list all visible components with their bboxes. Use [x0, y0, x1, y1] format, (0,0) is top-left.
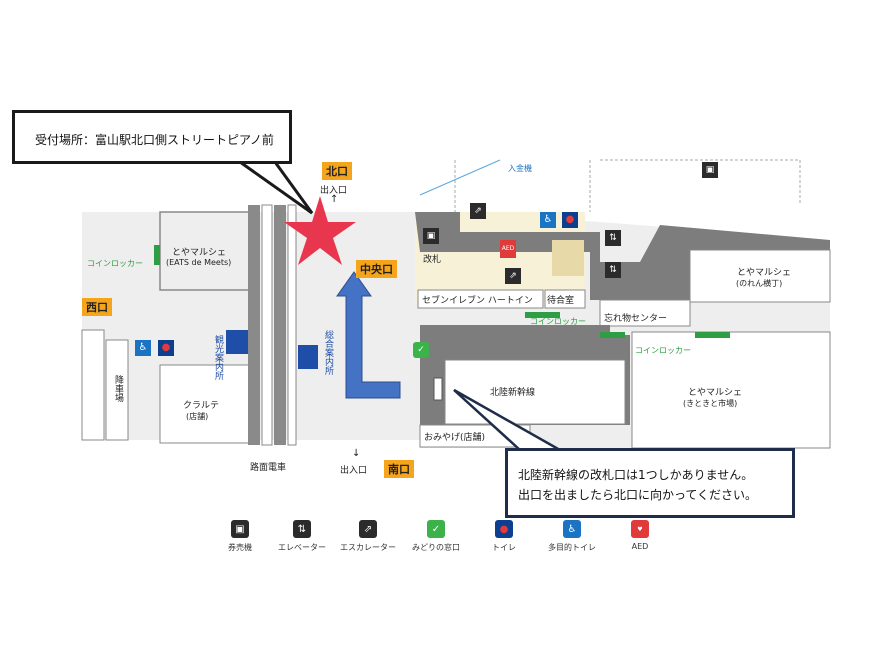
west-building [81, 329, 105, 441]
shinkansen-hall [444, 359, 626, 425]
coin-locker-mid-label: コインロッカー [530, 317, 586, 326]
legend-item: ✓ みどりの窓口 [406, 520, 466, 553]
tram-track-4 [287, 204, 297, 446]
locker-right-2 [695, 332, 730, 338]
legend-item: ⇗ エスカレーター [338, 520, 398, 553]
legend-label: エスカレーター [340, 543, 396, 552]
legend-label: みどりの窓口 [412, 543, 460, 552]
seven-eleven-shop [417, 289, 544, 309]
legend-label: トイレ [492, 543, 516, 552]
note-line-2: 出口を出ましたら北口に向かってください。 [518, 488, 758, 502]
legend-label: 券売機 [228, 543, 252, 552]
legend-label: エレベーター [278, 543, 326, 552]
reception-callout: 受付場所：富山駅北口側ストリートピアノ前 [12, 110, 292, 164]
escalator-icon: ⇗ [505, 268, 521, 284]
kanko-label: 観光案内所 [213, 335, 223, 380]
ticket-machine-icon: ▣ [231, 520, 249, 538]
toilet-icon: ● [495, 520, 513, 538]
tram-track-1 [248, 205, 260, 445]
map-legend: ▣ 券売機 ⇅ エレベーター ⇗ エスカレーター ✓ みどりの窓口 ● トイレ … [210, 0, 670, 650]
toilet-icon: ● [562, 212, 578, 228]
eats-label: とやマルシェ [172, 248, 227, 258]
note-line-1: 北陸新幹線の改札口は1つしかありません。 [518, 468, 754, 482]
coin-locker-right-label: コインロッカー [635, 346, 691, 355]
north-exit-label: 出入口 [320, 186, 348, 196]
tram-track-2 [261, 204, 273, 446]
elevator-icon: ⇅ [605, 262, 621, 278]
parking-block [105, 339, 129, 441]
kitokito-label: とやマルシェ [688, 388, 743, 398]
parking-label: 降車場 [113, 375, 123, 402]
midori-window-icon: ✓ [427, 520, 445, 538]
escalator-stairs [552, 240, 584, 276]
eats-sub-label: (EATS de Meets) [166, 258, 232, 267]
ticket-charge-label: 入金機 [508, 164, 532, 173]
seven-label: セブンイレブン ハートイン [422, 296, 533, 306]
accessible-toilet-icon: ♿ [563, 520, 581, 538]
kurarute-sub-label: (店舗) [186, 412, 209, 421]
locker-mid [525, 312, 560, 318]
note-callout: 北陸新幹線の改札口は1つしかありません。 出口を出ましたら北口に向かってください… [505, 448, 795, 518]
south-exit-badge: 南口 [384, 460, 414, 478]
coin-locker-left-label: コインロッカー [87, 259, 143, 268]
elevator-icon: ⇅ [605, 230, 621, 246]
ticket-machine-icon: ▣ [423, 228, 439, 244]
south-exit-label: 出入口 [340, 466, 368, 476]
kitokito-block [631, 331, 831, 449]
legend-item: ● トイレ [474, 520, 534, 553]
machiai-label: 待合室 [547, 296, 575, 306]
west-exit-badge: 西口 [82, 298, 112, 316]
tram-track-3 [274, 205, 286, 445]
noren-block [689, 249, 831, 303]
reception-star-icon [284, 196, 356, 265]
elevator-icon: ⇅ [293, 520, 311, 538]
accessible-toilet-icon: ♿ [135, 340, 151, 356]
locker-left [154, 245, 160, 265]
kurarute-label: クラルテ [183, 401, 220, 411]
shinkansen-gate [433, 377, 443, 401]
south-exit-arrow-icon: ↓ [352, 448, 361, 459]
upper-dashed-outline [454, 159, 801, 212]
reception-text: 受付場所：富山駅北口側ストリートピアノ前 [35, 133, 274, 147]
accessible-toilet-icon: ♿ [540, 212, 556, 228]
noren-label: とやマルシェ [737, 268, 792, 278]
wasuremono-label: 忘れ物センター [604, 314, 668, 324]
kurarute-block [159, 364, 251, 444]
midori-window-icon: ✓ [413, 342, 429, 358]
aed-icon: AED [500, 240, 516, 258]
legend-item: ♿ 多目的トイレ [542, 520, 602, 553]
kaisatsu-label: 改札 [423, 255, 442, 265]
escalator-icon: ⇗ [359, 520, 377, 538]
upper-blue-line [419, 159, 501, 196]
locker-right-1 [600, 332, 625, 338]
sogo-label: 総合案内所 [323, 330, 333, 375]
north-exit-badge: 北口 [322, 162, 352, 180]
lost-found [599, 299, 691, 327]
legend-item: ▣ 券売機 [210, 520, 270, 553]
central-exit-badge: 中央口 [356, 260, 397, 278]
legend-label: 多目的トイレ [548, 543, 596, 552]
omiyage-label: おみやげ(店舗) [424, 433, 486, 443]
tram-label: 路面電車 [250, 463, 287, 473]
north-exit-arrow-icon: ↑ [330, 194, 339, 205]
legend-label: AED [631, 542, 649, 551]
aed-icon: ♥ [631, 520, 649, 538]
kanko-counter [226, 330, 248, 354]
kitokito-sub-label: (きときと市場) [683, 399, 738, 408]
escalator-icon: ⇗ [470, 203, 486, 219]
ticket-machine-icon: ▣ [702, 162, 718, 178]
waiting-room [544, 289, 586, 309]
toilet-icon: ● [158, 340, 174, 356]
legend-item: ♥ AED [610, 520, 670, 551]
route-arrow-icon [336, 271, 401, 399]
noren-sub-label: (のれん横丁) [736, 279, 783, 288]
sogo-counter [298, 345, 318, 369]
legend-item: ⇅ エレベーター [272, 520, 332, 553]
shinkansen-label: 北陸新幹線 [490, 388, 536, 398]
